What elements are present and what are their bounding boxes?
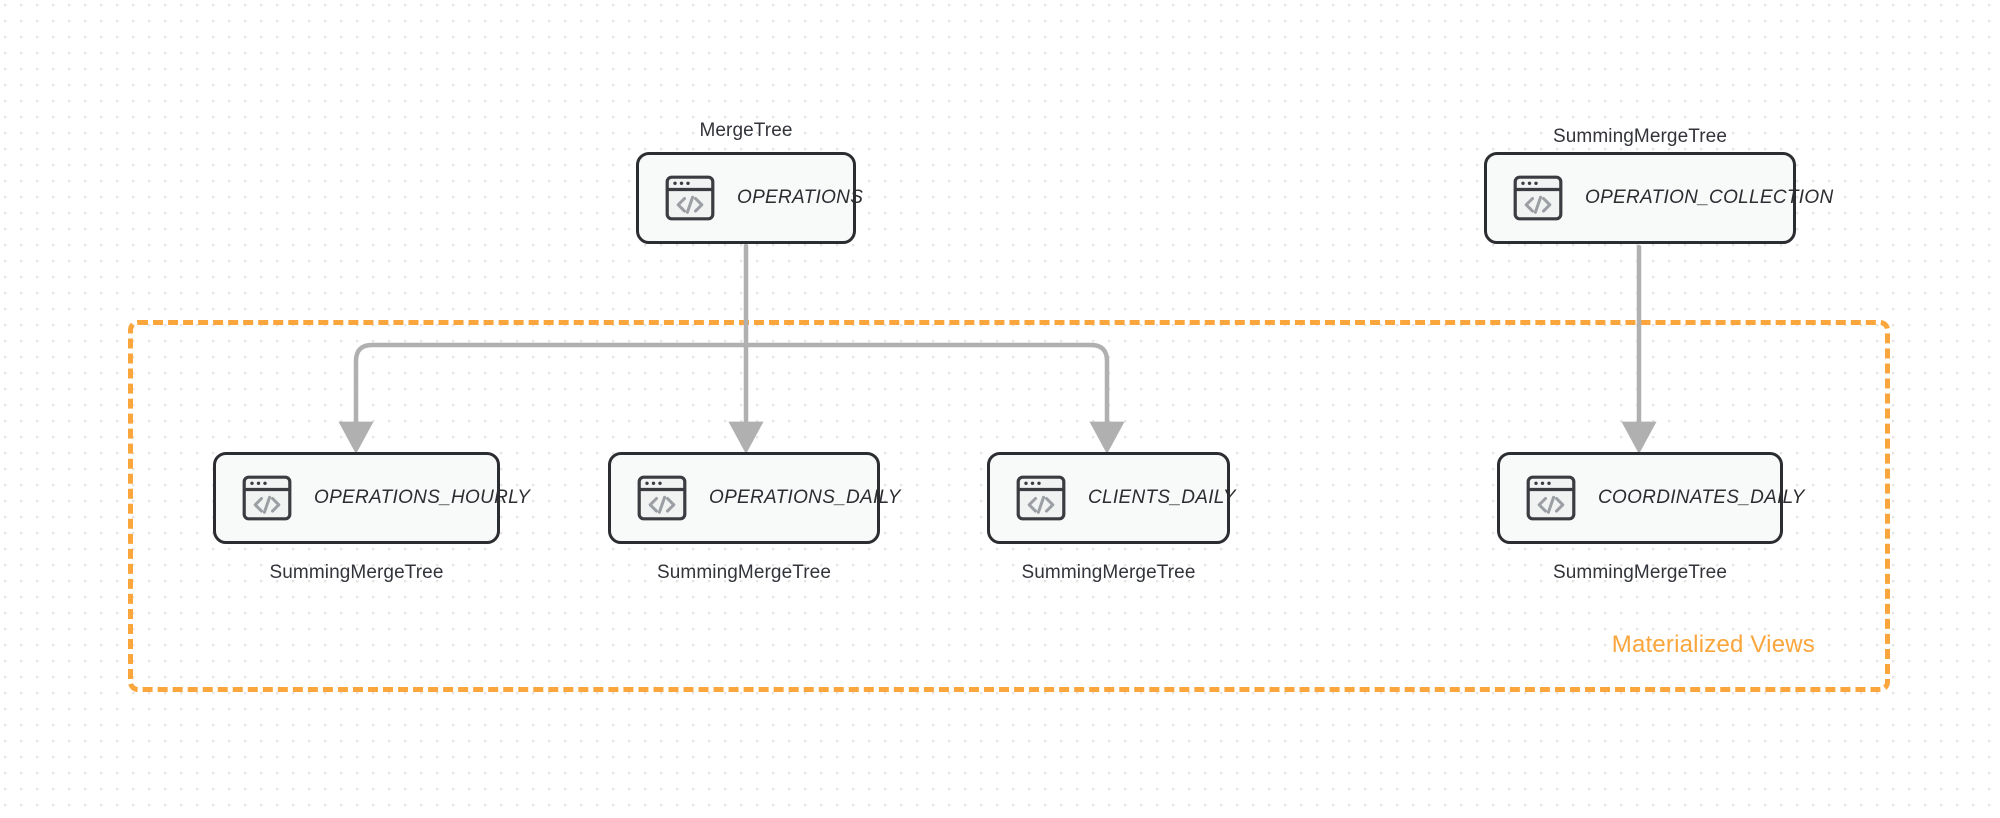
code-window-icon bbox=[1513, 175, 1563, 221]
node-engine-caption-operations-daily: SummingMergeTree bbox=[656, 562, 832, 583]
materialized-views-label: Materialized Views bbox=[1611, 631, 1815, 658]
node-coordinates-daily[interactable]: COORDINATES_DAILY bbox=[1497, 452, 1804, 544]
node-label-operations-daily: OPERATIONS_DAILY bbox=[709, 487, 901, 508]
code-window-icon bbox=[637, 475, 687, 521]
node-clients-daily[interactable]: CLIENTS_DAILY bbox=[987, 452, 1236, 544]
node-label-operations-hourly: OPERATIONS_HOURLY bbox=[314, 487, 531, 508]
node-engine-caption-coordinates-daily: SummingMergeTree bbox=[1552, 562, 1728, 583]
node-operations-daily[interactable]: OPERATIONS_DAILY bbox=[608, 452, 900, 544]
node-engine-caption-clients-daily: SummingMergeTree bbox=[1021, 562, 1196, 583]
node-engine-caption-operation-collection: SummingMergeTree bbox=[1552, 126, 1728, 147]
node-engine-caption-operations-hourly: SummingMergeTree bbox=[269, 562, 444, 583]
node-engine-caption-operations: MergeTree bbox=[699, 120, 793, 141]
node-operations[interactable]: OPERATIONS bbox=[636, 152, 863, 244]
code-window-icon bbox=[242, 475, 292, 521]
code-window-icon bbox=[1526, 475, 1576, 521]
node-label-operations: OPERATIONS bbox=[737, 187, 864, 208]
node-label-operation-collection: OPERATION_COLLECTION bbox=[1585, 187, 1834, 208]
node-operations-hourly[interactable]: OPERATIONS_HOURLY bbox=[213, 452, 530, 544]
code-window-icon bbox=[1016, 475, 1066, 521]
node-operation-collection[interactable]: OPERATION_COLLECTION bbox=[1484, 152, 1833, 244]
materialized-views-group: Materialized Views bbox=[128, 320, 1890, 692]
node-label-clients-daily: CLIENTS_DAILY bbox=[1088, 487, 1236, 508]
code-window-icon bbox=[665, 175, 715, 221]
node-label-coordinates-daily: COORDINATES_DAILY bbox=[1598, 487, 1805, 508]
